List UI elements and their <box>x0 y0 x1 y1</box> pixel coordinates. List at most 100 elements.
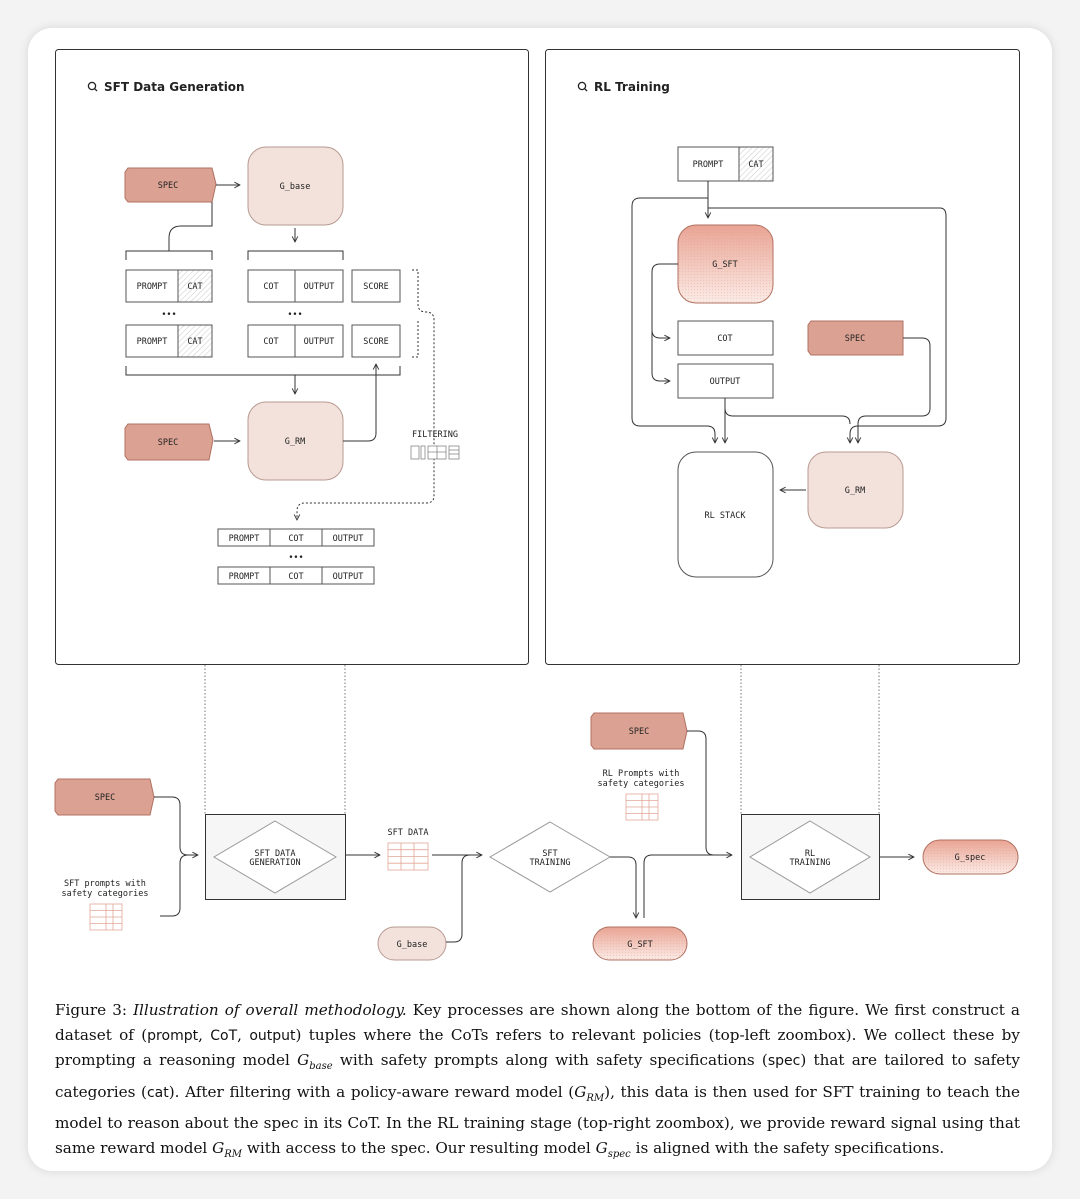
search-icon <box>87 81 98 92</box>
score-box: SCORE <box>351 324 401 358</box>
figure-label: Figure 3: <box>55 1001 127 1019</box>
prompt-cat-row: PROMPT CAT <box>125 269 213 303</box>
rl-training-process[interactable]: RL TRAINING <box>741 814 880 900</box>
svg-text:SCORE: SCORE <box>363 282 389 292</box>
search-icon <box>577 81 588 92</box>
svg-text:PROMPT: PROMPT <box>137 282 168 292</box>
svg-text:SPEC: SPEC <box>845 334 865 344</box>
g-rm-model: G_RM <box>247 401 344 481</box>
caption-term: cat <box>146 1084 169 1101</box>
svg-text:COT: COT <box>288 572 303 582</box>
svg-text:CAT: CAT <box>187 282 202 292</box>
caption-term: output <box>249 1027 296 1044</box>
sft-prompts-label: SFT prompts with <box>64 879 146 889</box>
g-rm-model: G_RM <box>807 451 904 529</box>
svg-text:RL: RL <box>805 849 815 859</box>
caption-math: base <box>309 1061 333 1073</box>
svg-text:CAT: CAT <box>748 160 763 170</box>
svg-text:TRAINING: TRAINING <box>530 858 571 868</box>
zoom-guides <box>204 665 880 814</box>
spec-tag: SPEC <box>590 712 688 750</box>
svg-text:OUTPUT: OUTPUT <box>710 377 741 387</box>
caption-text: ) tuples where the CoTs refers to releva… <box>55 1025 1020 1070</box>
rl-panel-title: RL Training <box>594 80 670 94</box>
caption-text: ). After filtering with a policy-aware r… <box>168 1082 575 1101</box>
svg-text:COT: COT <box>288 534 303 544</box>
caption-math: G <box>297 1051 310 1070</box>
rl-prompts-label: RL Prompts with <box>603 769 680 779</box>
prompt-cat-row: PROMPT CAT <box>677 146 774 182</box>
caption-title: Illustration of overall methodology. <box>133 1001 407 1019</box>
svg-text:TRAINING: TRAINING <box>790 858 831 868</box>
svg-text:G_base: G_base <box>397 940 428 950</box>
spec-tag: SPEC <box>124 167 217 203</box>
sft-training-process[interactable]: SFT TRAINING <box>489 821 611 893</box>
cot-output-row: COT OUTPUT <box>247 324 344 358</box>
output-box: OUTPUT <box>677 363 774 399</box>
svg-text:G_spec: G_spec <box>955 853 986 863</box>
svg-text:GENERATION: GENERATION <box>249 858 300 868</box>
sft-data-generation-process[interactable]: SFT DATA GENERATION <box>205 814 346 900</box>
caption-text: ), this data is then used for SFT traini… <box>55 1082 1020 1158</box>
caption-term: CoT <box>210 1027 238 1044</box>
svg-text:SPEC: SPEC <box>158 438 178 448</box>
svg-text:SPEC: SPEC <box>95 793 115 803</box>
spec-tag: SPEC <box>807 320 904 356</box>
rl-training-panel <box>545 49 1020 665</box>
filtering-label: FILTERING <box>412 430 458 440</box>
caption-term: prompt <box>147 1027 199 1044</box>
caption-text: with access to the spec. Our resulting m… <box>242 1139 596 1158</box>
svg-text:G_RM: G_RM <box>285 437 305 447</box>
svg-text:CAT: CAT <box>187 337 202 347</box>
g-sft-model: G_SFT <box>677 224 774 304</box>
filtered-row: PROMPT COT OUTPUT <box>217 528 375 547</box>
spec-tag: SPEC <box>54 778 155 816</box>
ellipsis: ••• <box>287 310 302 320</box>
svg-text:SCORE: SCORE <box>363 337 389 347</box>
svg-text:G_SFT: G_SFT <box>627 940 653 950</box>
methodology-diagram: SFT Data Generation RL Training SPEC G_b… <box>54 49 1020 961</box>
svg-text:RL STACK: RL STACK <box>705 511 747 521</box>
prompt-cat-row: PROMPT CAT <box>125 324 213 358</box>
svg-text:G_RM: G_RM <box>845 486 865 496</box>
caption-math: RM <box>586 1092 605 1104</box>
caption-text: is aligned with the safety specification… <box>630 1139 945 1158</box>
rl-stack: RL STACK <box>677 451 774 578</box>
sft-prompts-label: safety categories <box>62 889 149 899</box>
svg-text:SFT: SFT <box>542 849 557 859</box>
svg-text:SFT DATA: SFT DATA <box>255 849 296 859</box>
svg-text:COT: COT <box>263 282 278 292</box>
svg-text:G_base: G_base <box>280 182 311 192</box>
svg-text:OUTPUT: OUTPUT <box>304 337 335 347</box>
rl-prompts-table-icon <box>625 793 659 821</box>
caption-math: G <box>574 1082 587 1101</box>
sft-prompts-table-icon <box>89 903 123 931</box>
svg-text:OUTPUT: OUTPUT <box>333 572 364 582</box>
figure-caption: Figure 3: Illustration of overall method… <box>55 1001 1020 1161</box>
svg-text:OUTPUT: OUTPUT <box>333 534 364 544</box>
cot-output-row: COT OUTPUT <box>247 269 344 303</box>
caption-math: G <box>595 1139 608 1158</box>
svg-text:SPEC: SPEC <box>158 181 178 191</box>
score-box: SCORE <box>351 269 401 303</box>
sft-data-label: SFT DATA <box>388 828 429 838</box>
svg-text:COT: COT <box>717 334 732 344</box>
spec-tag: SPEC <box>124 423 214 461</box>
caption-math: RM <box>224 1149 243 1161</box>
ellipsis: ••• <box>161 310 176 320</box>
g-spec-model: G_spec <box>922 839 1019 875</box>
caption-text: ) that are tailored to safety categories… <box>55 1051 1020 1101</box>
filtering-icon <box>410 445 460 460</box>
svg-text:OUTPUT: OUTPUT <box>304 282 335 292</box>
caption-term: spec <box>767 1053 801 1070</box>
cot-box: COT <box>677 320 774 356</box>
caption-math: spec <box>607 1149 631 1161</box>
rl-prompts-label: safety categories <box>598 779 685 789</box>
sft-data-table-icon <box>387 842 429 871</box>
svg-text:PROMPT: PROMPT <box>137 337 168 347</box>
caption-text: Key processes are shown along the bottom… <box>55 1001 1020 1044</box>
svg-text:COT: COT <box>263 337 278 347</box>
g-base-model: G_base <box>247 146 344 226</box>
svg-text:PROMPT: PROMPT <box>229 572 260 582</box>
g-sft-model: G_SFT <box>592 926 688 961</box>
